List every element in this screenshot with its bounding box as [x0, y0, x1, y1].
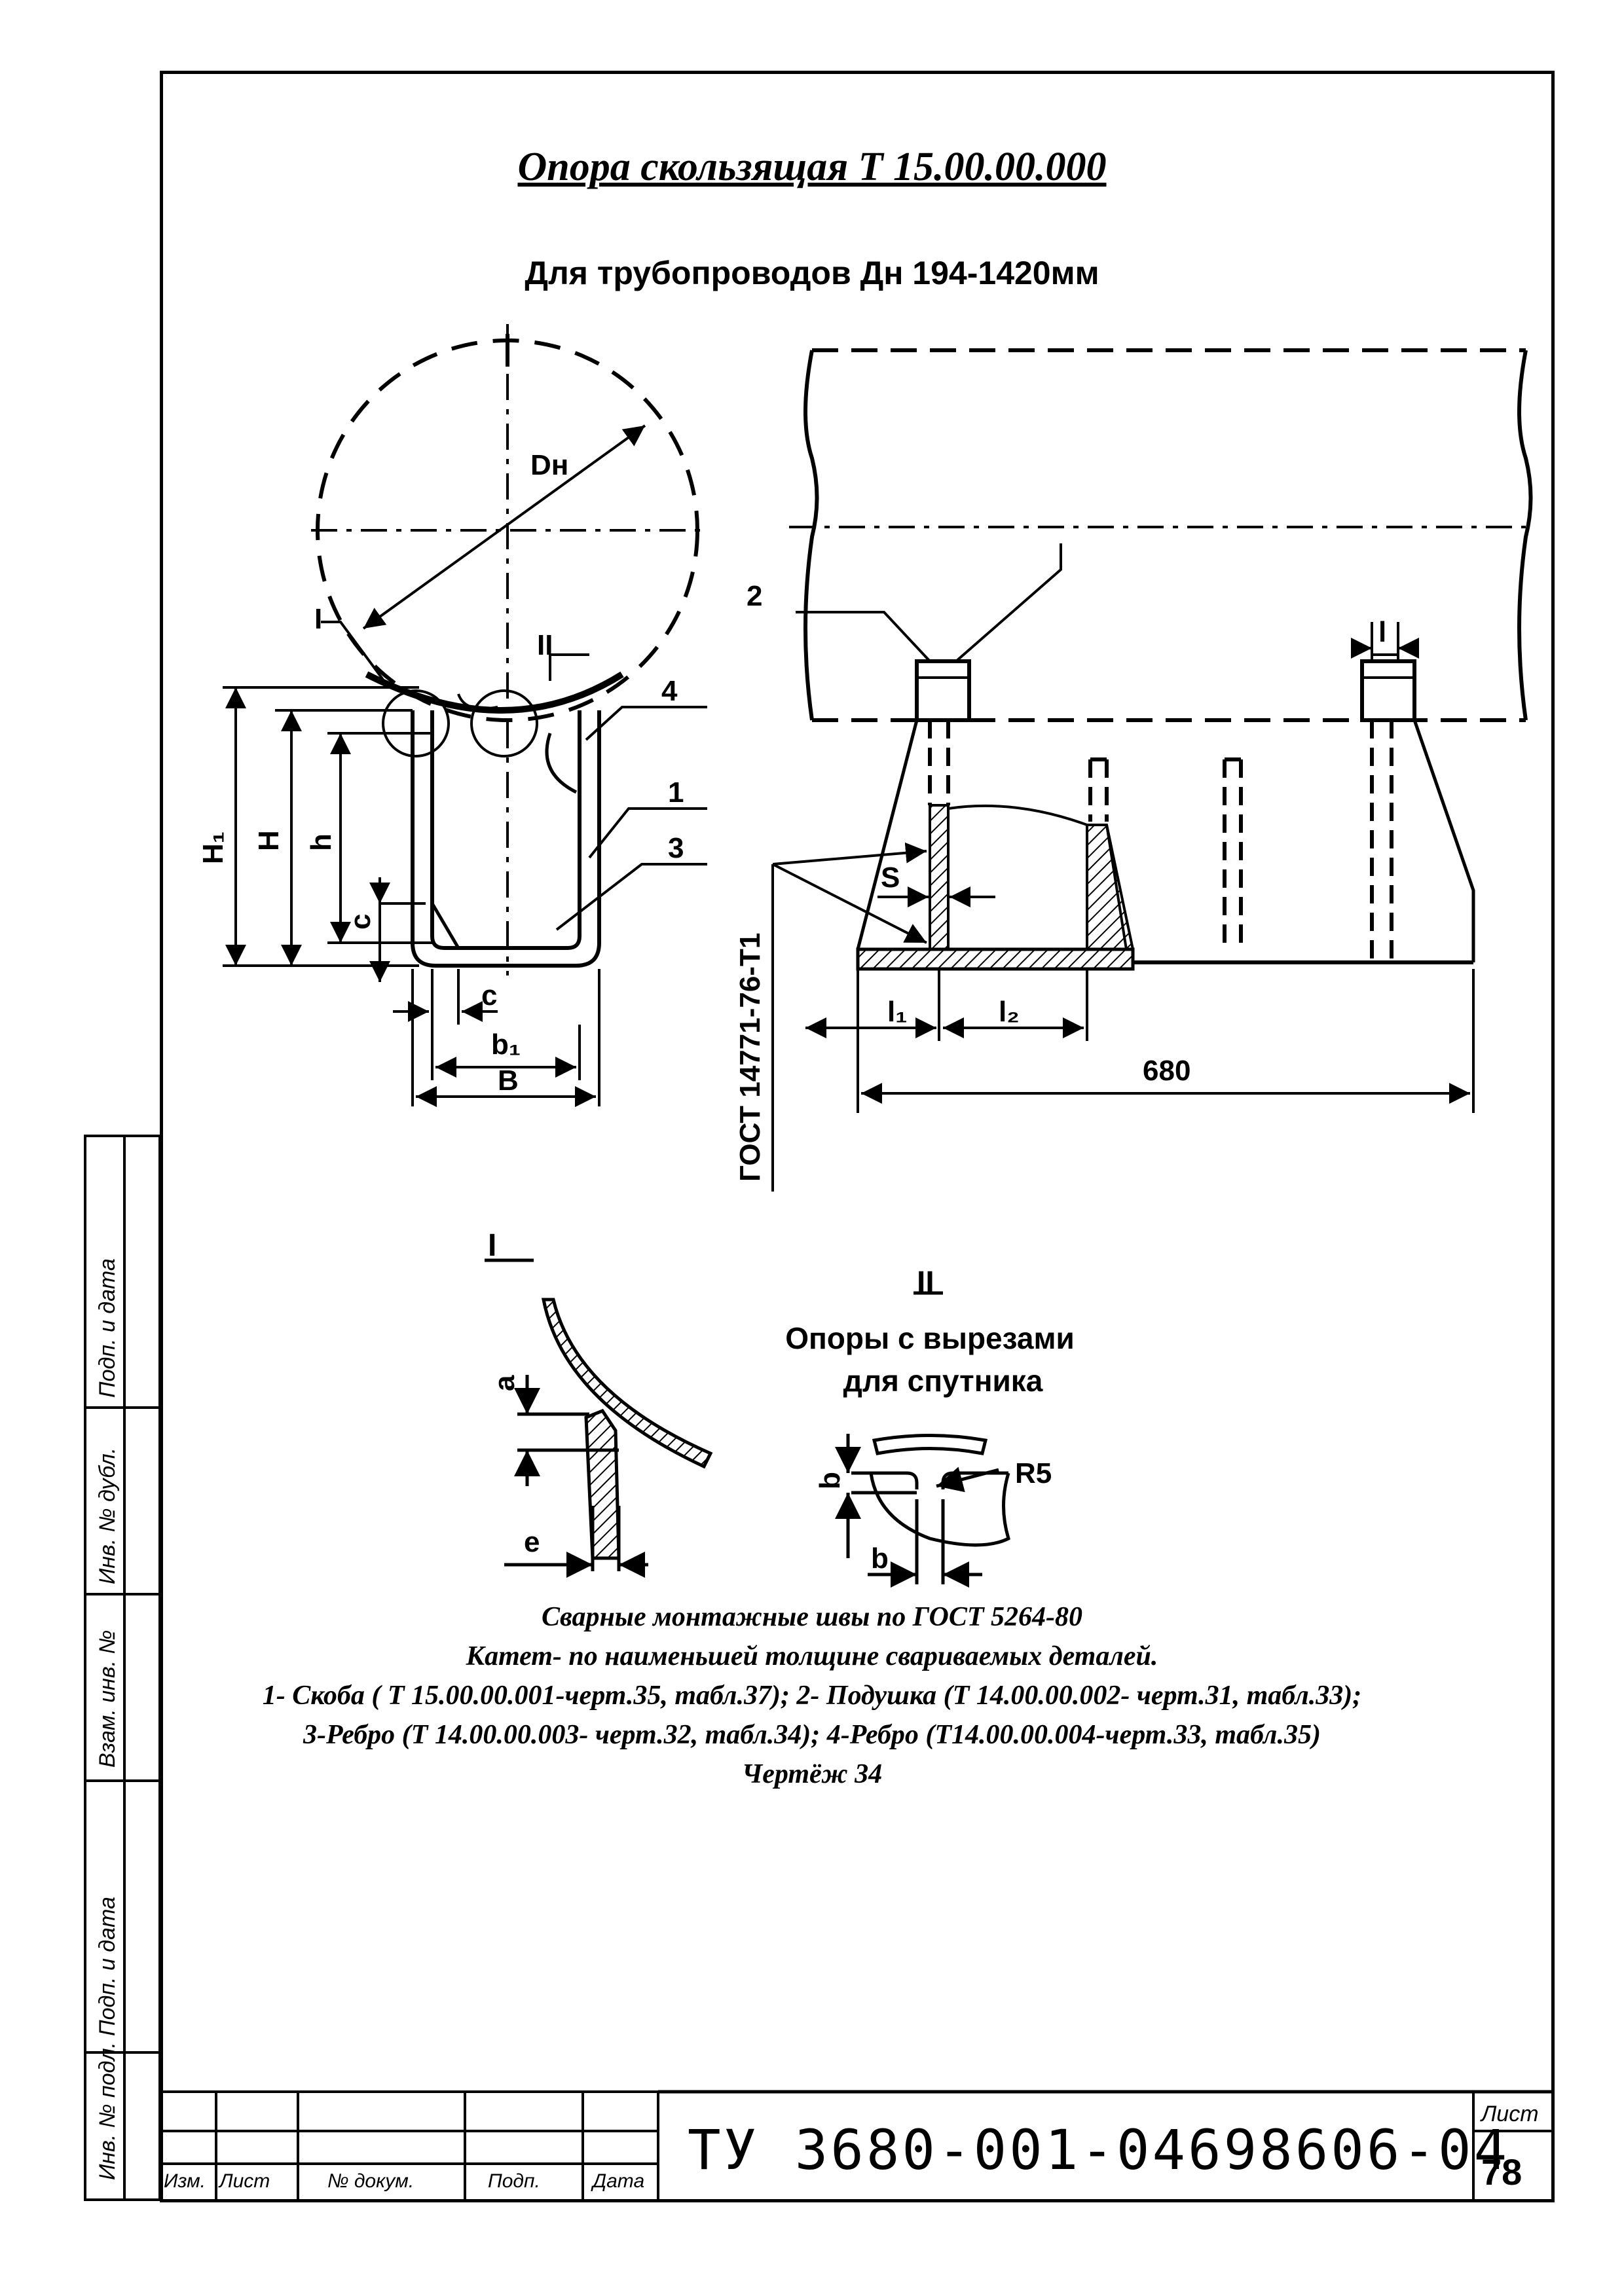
detail-1-e-label: e: [524, 1526, 540, 1558]
drawing-notes: Сварные монтажные швы по ГОСТ 5264-80 Ка…: [0, 1597, 1624, 1794]
dim-h1-label: H₁: [197, 831, 229, 864]
dim-l2-label: l₂: [999, 996, 1020, 1028]
left-view-dimensions: [223, 621, 707, 1107]
detail1-mark: I: [314, 603, 322, 635]
detail-1: [485, 1258, 713, 1578]
detail-2-b-vertical-label: b: [814, 1472, 846, 1489]
title-block-grid: [160, 2090, 1555, 2200]
detail-2-caption-line2: для спутника: [843, 1364, 1043, 1398]
note-line: Сварные монтажные швы по ГОСТ 5264-80: [542, 1602, 1082, 1632]
position-4-label: 4: [661, 675, 678, 707]
note-line: Катет- по наименьшей толщине свариваемых…: [466, 1641, 1158, 1671]
dim-680-label: 680: [1143, 1055, 1190, 1087]
detail-2-caption-line1: Опоры с вырезами: [785, 1321, 1075, 1355]
side-stamp-vzam-inv: Взам. инв. №: [95, 1630, 120, 1768]
dim-c-horizontal-label: c: [481, 979, 497, 1011]
dim-l-top-label: l: [1378, 616, 1386, 648]
note-line: Чертёж 34: [741, 1759, 883, 1789]
position-1-label: 1: [668, 776, 684, 809]
page-subtitle: Для трубопроводов Дн 194-1420мм: [525, 255, 1099, 291]
pipe-longitudinal-view: [789, 348, 1533, 971]
drawing-frame: [160, 71, 1555, 2202]
pipe-cross-section: [311, 324, 704, 975]
sheet-label: Лист: [1481, 2102, 1539, 2126]
side-stamp-podp-data-1: Подп. и дата: [95, 1897, 120, 2036]
dim-s-label: S: [881, 862, 900, 894]
page-title: Опора скользящая Т 15.00.00.000: [517, 145, 1107, 189]
dim-h-label: h: [305, 833, 337, 851]
detail-2: [835, 1291, 1010, 1588]
detail-2-r5-label: R5: [1015, 1457, 1052, 1489]
document-number: ТУ 3680-001-04698606-04: [688, 2118, 1510, 2182]
dim-H-label: H: [253, 830, 285, 851]
note-line: 1- Скоба ( Т 15.00.00.001-черт.35, табл.…: [262, 1681, 1362, 1711]
position-3-label: 3: [668, 832, 684, 864]
detail-2-title: II: [917, 1266, 934, 1300]
weld-gost-label: ГОСТ 14771-76-Т1: [734, 933, 766, 1182]
title-block-podp: Подп.: [488, 2170, 540, 2192]
title-block-n-dokum: № докум.: [327, 2170, 415, 2192]
note-line: 3-Ребро (Т 14.00.00.003- черт.32, табл.3…: [303, 1720, 1321, 1750]
position-2-label: 2: [747, 580, 762, 612]
side-stamp-podp-data-2: Подп. и дата: [95, 1258, 120, 1398]
detail2-mark: II: [537, 629, 553, 661]
right-view-dimensions: [771, 543, 1475, 1192]
side-stamp-inv-dubl: Инв. № дубл.: [95, 1447, 120, 1584]
sheet-number: 78: [1481, 2151, 1522, 2193]
dim-B-label: B: [498, 1065, 519, 1097]
clamp-bracket: [382, 689, 601, 968]
title-block-izm: Изм.: [164, 2170, 206, 2192]
dim-c-vertical-label: c: [344, 914, 377, 930]
side-stamp-grid: [84, 1135, 161, 2201]
title-block-data: Дата: [593, 2170, 645, 2192]
detail-1-title: I: [488, 1228, 496, 1263]
detail-1-a-label: a: [489, 1375, 521, 1391]
title-block-list: Лист: [219, 2170, 270, 2192]
dim-b1-label: b₁: [491, 1029, 521, 1061]
detail-2-b-horizontal-label: b: [871, 1542, 889, 1575]
dn-label: Dн: [530, 449, 568, 481]
side-stamp-inv-podl: Инв. № подл.: [95, 2042, 120, 2180]
dim-l1-label: l₁: [887, 996, 907, 1028]
